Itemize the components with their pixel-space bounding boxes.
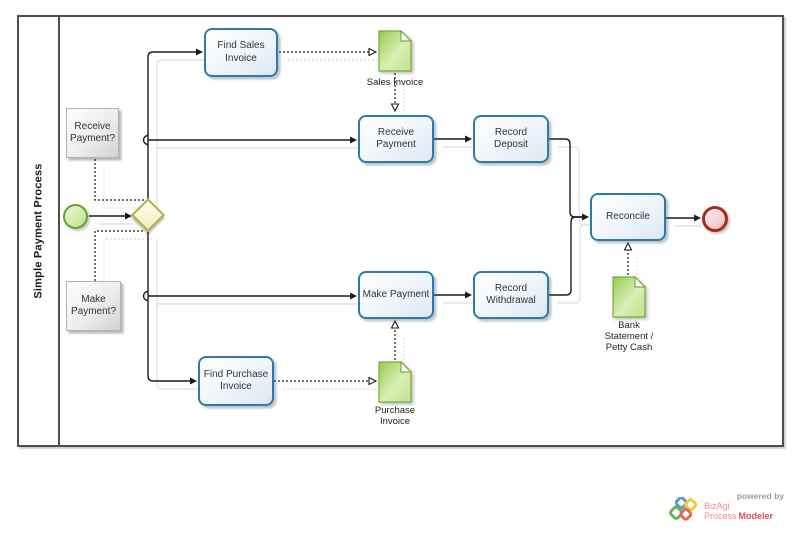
brand-name: BizAgi (704, 501, 730, 511)
task-reconcile[interactable]: Reconcile (590, 193, 666, 241)
task-make-payment[interactable]: Make Payment (358, 271, 434, 319)
data-object-purchase-invoice[interactable] (378, 361, 412, 403)
assoc-note-make (94, 230, 144, 281)
data-associations (94, 51, 629, 382)
task-label: Record Withdrawal (486, 282, 536, 307)
task-label: Reconcile (606, 210, 650, 222)
task-label: Make Payment (362, 288, 430, 300)
open-arrowheads (368, 47, 633, 386)
pool-title-lane: Simple Payment Process (19, 17, 60, 445)
annotation-label: Make Payment? (70, 293, 117, 318)
data-object-bank-statement[interactable] (612, 276, 646, 318)
line-hop (142, 134, 149, 146)
task-find-sales-invoice[interactable]: Find Sales Invoice (204, 28, 278, 77)
data-object-sales-invoice[interactable] (378, 30, 412, 72)
document-fold-icon (400, 361, 412, 373)
task-record-withdrawal[interactable]: Record Withdrawal (473, 271, 549, 319)
data-object-label-bank-statement: Bank Statement / Petty Cash (604, 320, 654, 353)
arrowheads (125, 48, 701, 385)
document-fold-icon (400, 30, 412, 42)
start-event[interactable] (63, 204, 88, 229)
task-find-purchase-invoice[interactable]: Find Purchase Invoice (198, 356, 274, 406)
flow-withdrawal-to-reconcile (549, 216, 582, 296)
data-object-label-sales-invoice: Sales Invoice (366, 77, 424, 88)
flow-deposit-to-reconcile (549, 138, 582, 218)
sequence-flows (89, 51, 694, 382)
connector-shadows (98, 59, 703, 390)
end-event[interactable] (702, 206, 728, 232)
brand-product-bold: Modeler (738, 511, 774, 521)
task-receive-payment[interactable]: Receive Payment (358, 115, 434, 163)
task-label: Find Sales Invoice (217, 40, 265, 64)
flow-gateway-to-find-purchase (147, 232, 190, 382)
annotation-make-payment[interactable]: Make Payment? (66, 281, 121, 331)
task-label: Record Deposit (494, 126, 528, 151)
brand-product-regular: Process (704, 511, 737, 521)
bizagi-logo-icon (669, 497, 698, 521)
document-fold-icon (634, 276, 646, 288)
annotation-label: Receive Payment? (69, 120, 116, 145)
line-hop (142, 290, 149, 302)
task-record-deposit[interactable]: Record Deposit (473, 115, 549, 163)
powered-by-label: powered by (736, 491, 784, 501)
assoc-note-receive (94, 159, 144, 201)
data-object-label-purchase-invoice: Purchase Invoice (374, 405, 416, 427)
task-label: Find Purchase Invoice (203, 368, 269, 393)
annotation-receive-payment[interactable]: Receive Payment? (66, 108, 119, 158)
flow-gateway-to-find-sales (147, 51, 196, 199)
task-label: Receive Payment (376, 126, 416, 151)
